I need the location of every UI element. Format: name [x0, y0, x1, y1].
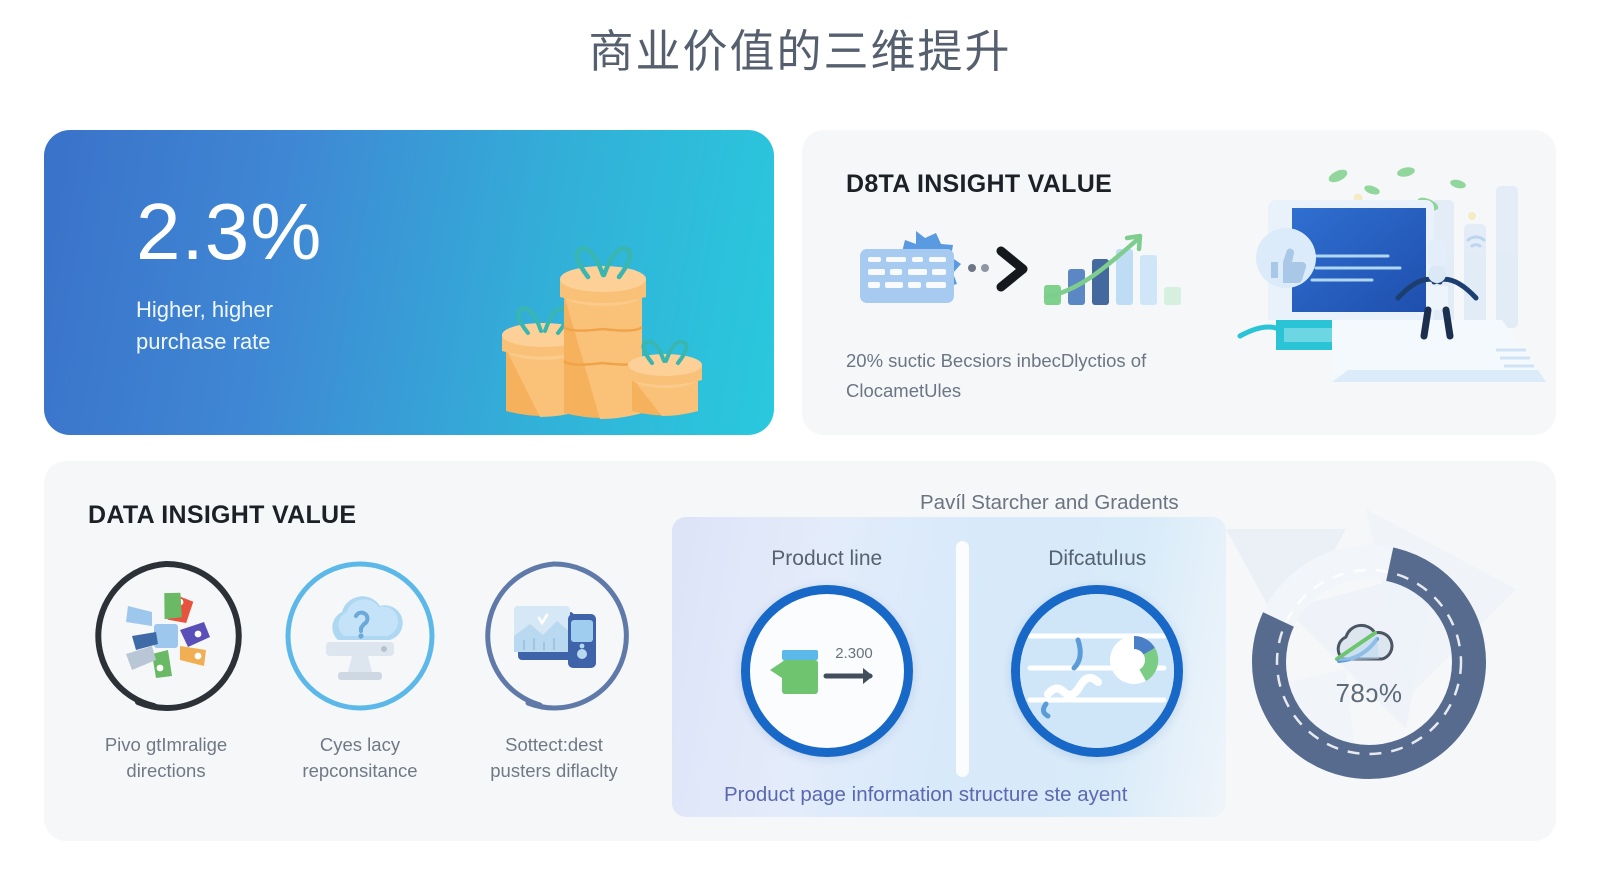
content-board: 2.3% Higher, higher purchase rate: [44, 130, 1556, 841]
cloud-question-monitor-icon: [282, 558, 438, 714]
bottom-card-heading: DATA INSIGHT VALUE: [88, 501, 357, 529]
product-arrow-icon: 2.300: [740, 585, 913, 757]
compare-caption: Product page information structure ste a…: [724, 783, 1128, 806]
purchase-rate-caption: Higher, higher purchase rate: [136, 297, 273, 354]
data-insight-detail-card: DATA INSIGHT VALUE: [44, 461, 1556, 841]
product-line-value: 2.300: [835, 645, 873, 662]
data-to-chart-flow-icon: [860, 231, 1181, 305]
insight-card-heading: D8TA INSIGHT VALUE: [846, 170, 1113, 198]
insight-card-body: 20% suctic Becsiors inbecDlyctios of Clo…: [846, 350, 1147, 401]
features-pane: DATA INSIGHT VALUE: [44, 461, 672, 841]
donut-pane: 78ͻ%: [1226, 461, 1556, 841]
chart-documents-icon: [476, 558, 632, 714]
feature-label: Pivo gtImralige directions: [104, 734, 228, 781]
purchase-rate-value: 2.3%: [136, 187, 323, 276]
compare-pane: Pavíl Starcher and Gradents Product line…: [672, 491, 1227, 817]
feature-label: Cyes lacy repconsitance: [302, 734, 418, 781]
feature-item[interactable]: Sottect:dest pusters diflaclty: [476, 558, 632, 783]
compare-column-label: Difcatulıus: [1048, 547, 1147, 570]
data-insight-card: D8TA INSIGHT VALUE: [802, 130, 1556, 435]
compare-title: Pavíl Starcher and Gradents: [920, 491, 1179, 514]
donut-value-label: 78ͻ%: [1335, 678, 1403, 708]
completion-donut-chart: 78ͻ%: [1244, 537, 1494, 787]
compare-divider: [955, 541, 969, 777]
analytics-pie-icon: [1011, 585, 1184, 757]
feature-item[interactable]: Pivo gtImralige directions: [88, 558, 244, 783]
laptop-celebration-icon: [1237, 167, 1546, 382]
feature-label: Sottect:dest pusters diflaclty: [490, 734, 618, 781]
gift-boxes-icon: [502, 246, 702, 419]
compare-column-difcatulius[interactable]: Difcatulıus: [969, 547, 1227, 777]
compare-column-label: Product line: [771, 547, 883, 570]
purchase-rate-card: 2.3% Higher, higher purchase rate: [44, 130, 774, 435]
feature-list: Pivo gtImralige directions: [88, 558, 672, 783]
compare-columns: Product line 2.300: [698, 541, 1227, 777]
pinwheel-tags-icon: [88, 558, 244, 714]
feature-item[interactable]: Cyes lacy repconsitance: [282, 558, 438, 783]
top-row: 2.3% Higher, higher purchase rate: [44, 130, 1556, 435]
page-title: 商业价值的三维提升: [588, 26, 1012, 77]
hero-text-block: 2.3% Higher, higher purchase rate: [136, 192, 436, 358]
insight-left-column: D8TA INSIGHT VALUE: [802, 130, 1202, 435]
compare-column-product-line[interactable]: Product line 2.300: [698, 547, 956, 777]
